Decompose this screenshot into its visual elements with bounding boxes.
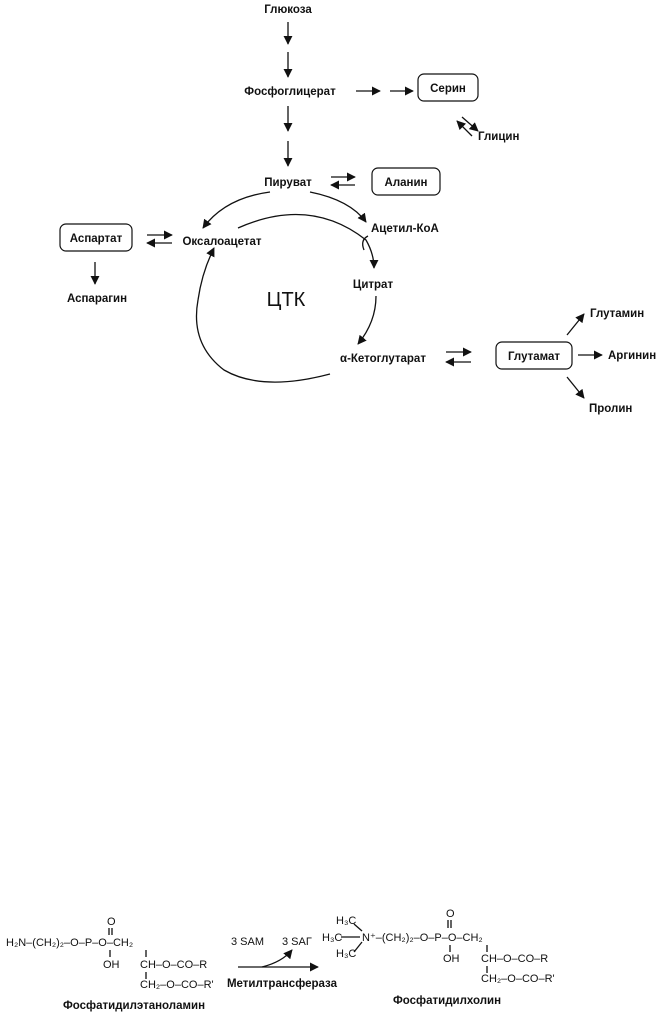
pc-chain: N⁺–(CH₂)₂–O–P–O–CH₂ [362,932,483,944]
sam-label: 3 SAM [231,936,264,948]
arrow-glycine-serine [456,120,473,137]
pc-oh: OH [443,953,460,965]
glutamine-label: Глутамин [590,308,644,320]
glucose-label: Глюкоза [264,4,312,16]
arrow-pyruvate-oxaloacetate [202,191,271,229]
serine-label: Серин [430,83,466,95]
enzyme-label: Метилтрансфераза [227,978,338,990]
asparagine-label: Аспарагин [67,293,127,305]
arrow-citrate-akg [357,295,377,345]
pc-o-top: O [446,908,455,920]
proline-label: Пролин [589,403,632,415]
arrow-akg-oxaloacetate [195,247,331,383]
pe-oh: OH [103,959,120,971]
sah-label: 3 SAГ [282,936,312,948]
arrow-oxaloacetate-citrate [237,213,379,269]
arginine-label: Аргинин [608,350,656,362]
pc-me1: H₃C [336,915,356,927]
glutamate-box [495,341,573,370]
tca-label: ЦТК [267,289,306,311]
arrow-glutamate-glutamine [566,313,585,336]
pc-me3: H₃C [336,948,356,960]
acetyl-coa-label: Ацетил-КоА [371,223,439,235]
alanine-label: Аланин [385,177,428,189]
sam-curve-arrow [261,949,293,968]
pe-name: Фосфатидилэтаноламин [63,1000,205,1012]
pe-bottom: CH₂–O–CO–R' [140,979,214,991]
glycine-label: Глицин [478,131,519,143]
arrow-glutamate-proline [566,376,585,399]
pc-me3-bond [353,941,363,953]
pyruvate-label: Пируват [264,177,312,189]
alanine-box [371,167,441,196]
alpha-ketoglutarate-label: α-Кетоглутарат [340,353,426,365]
glutamate-label: Глутамат [508,351,560,363]
aspartate-box [59,223,133,252]
citrate-label: Цитрат [353,279,394,291]
pc-mid: CH–O–CO–R [481,953,548,965]
pc-me2: H₃C [322,932,342,944]
pe-mid: CH–O–CO–R [140,959,207,971]
pc-bottom: CH₂–O–CO–R' [481,973,555,985]
pc-me1-bond [353,923,363,932]
pe-o-top: O [107,916,116,928]
aspartate-label: Аспартат [70,233,123,245]
arrow-pyruvate-acetylcoa [309,191,367,223]
arrow-serine-glycine [461,116,479,132]
oxaloacetate-label: Оксалоацетат [182,236,261,248]
pe-chain: H₂N–(CH₂)₂–O–P–O–CH₂ [6,937,133,949]
acetylcoa-hook [362,235,369,251]
pc-name: Фосфатидилхолин [393,995,501,1007]
serine-box [417,73,479,102]
phosphoglycerate-label: Фосфоглицерат [244,86,336,98]
